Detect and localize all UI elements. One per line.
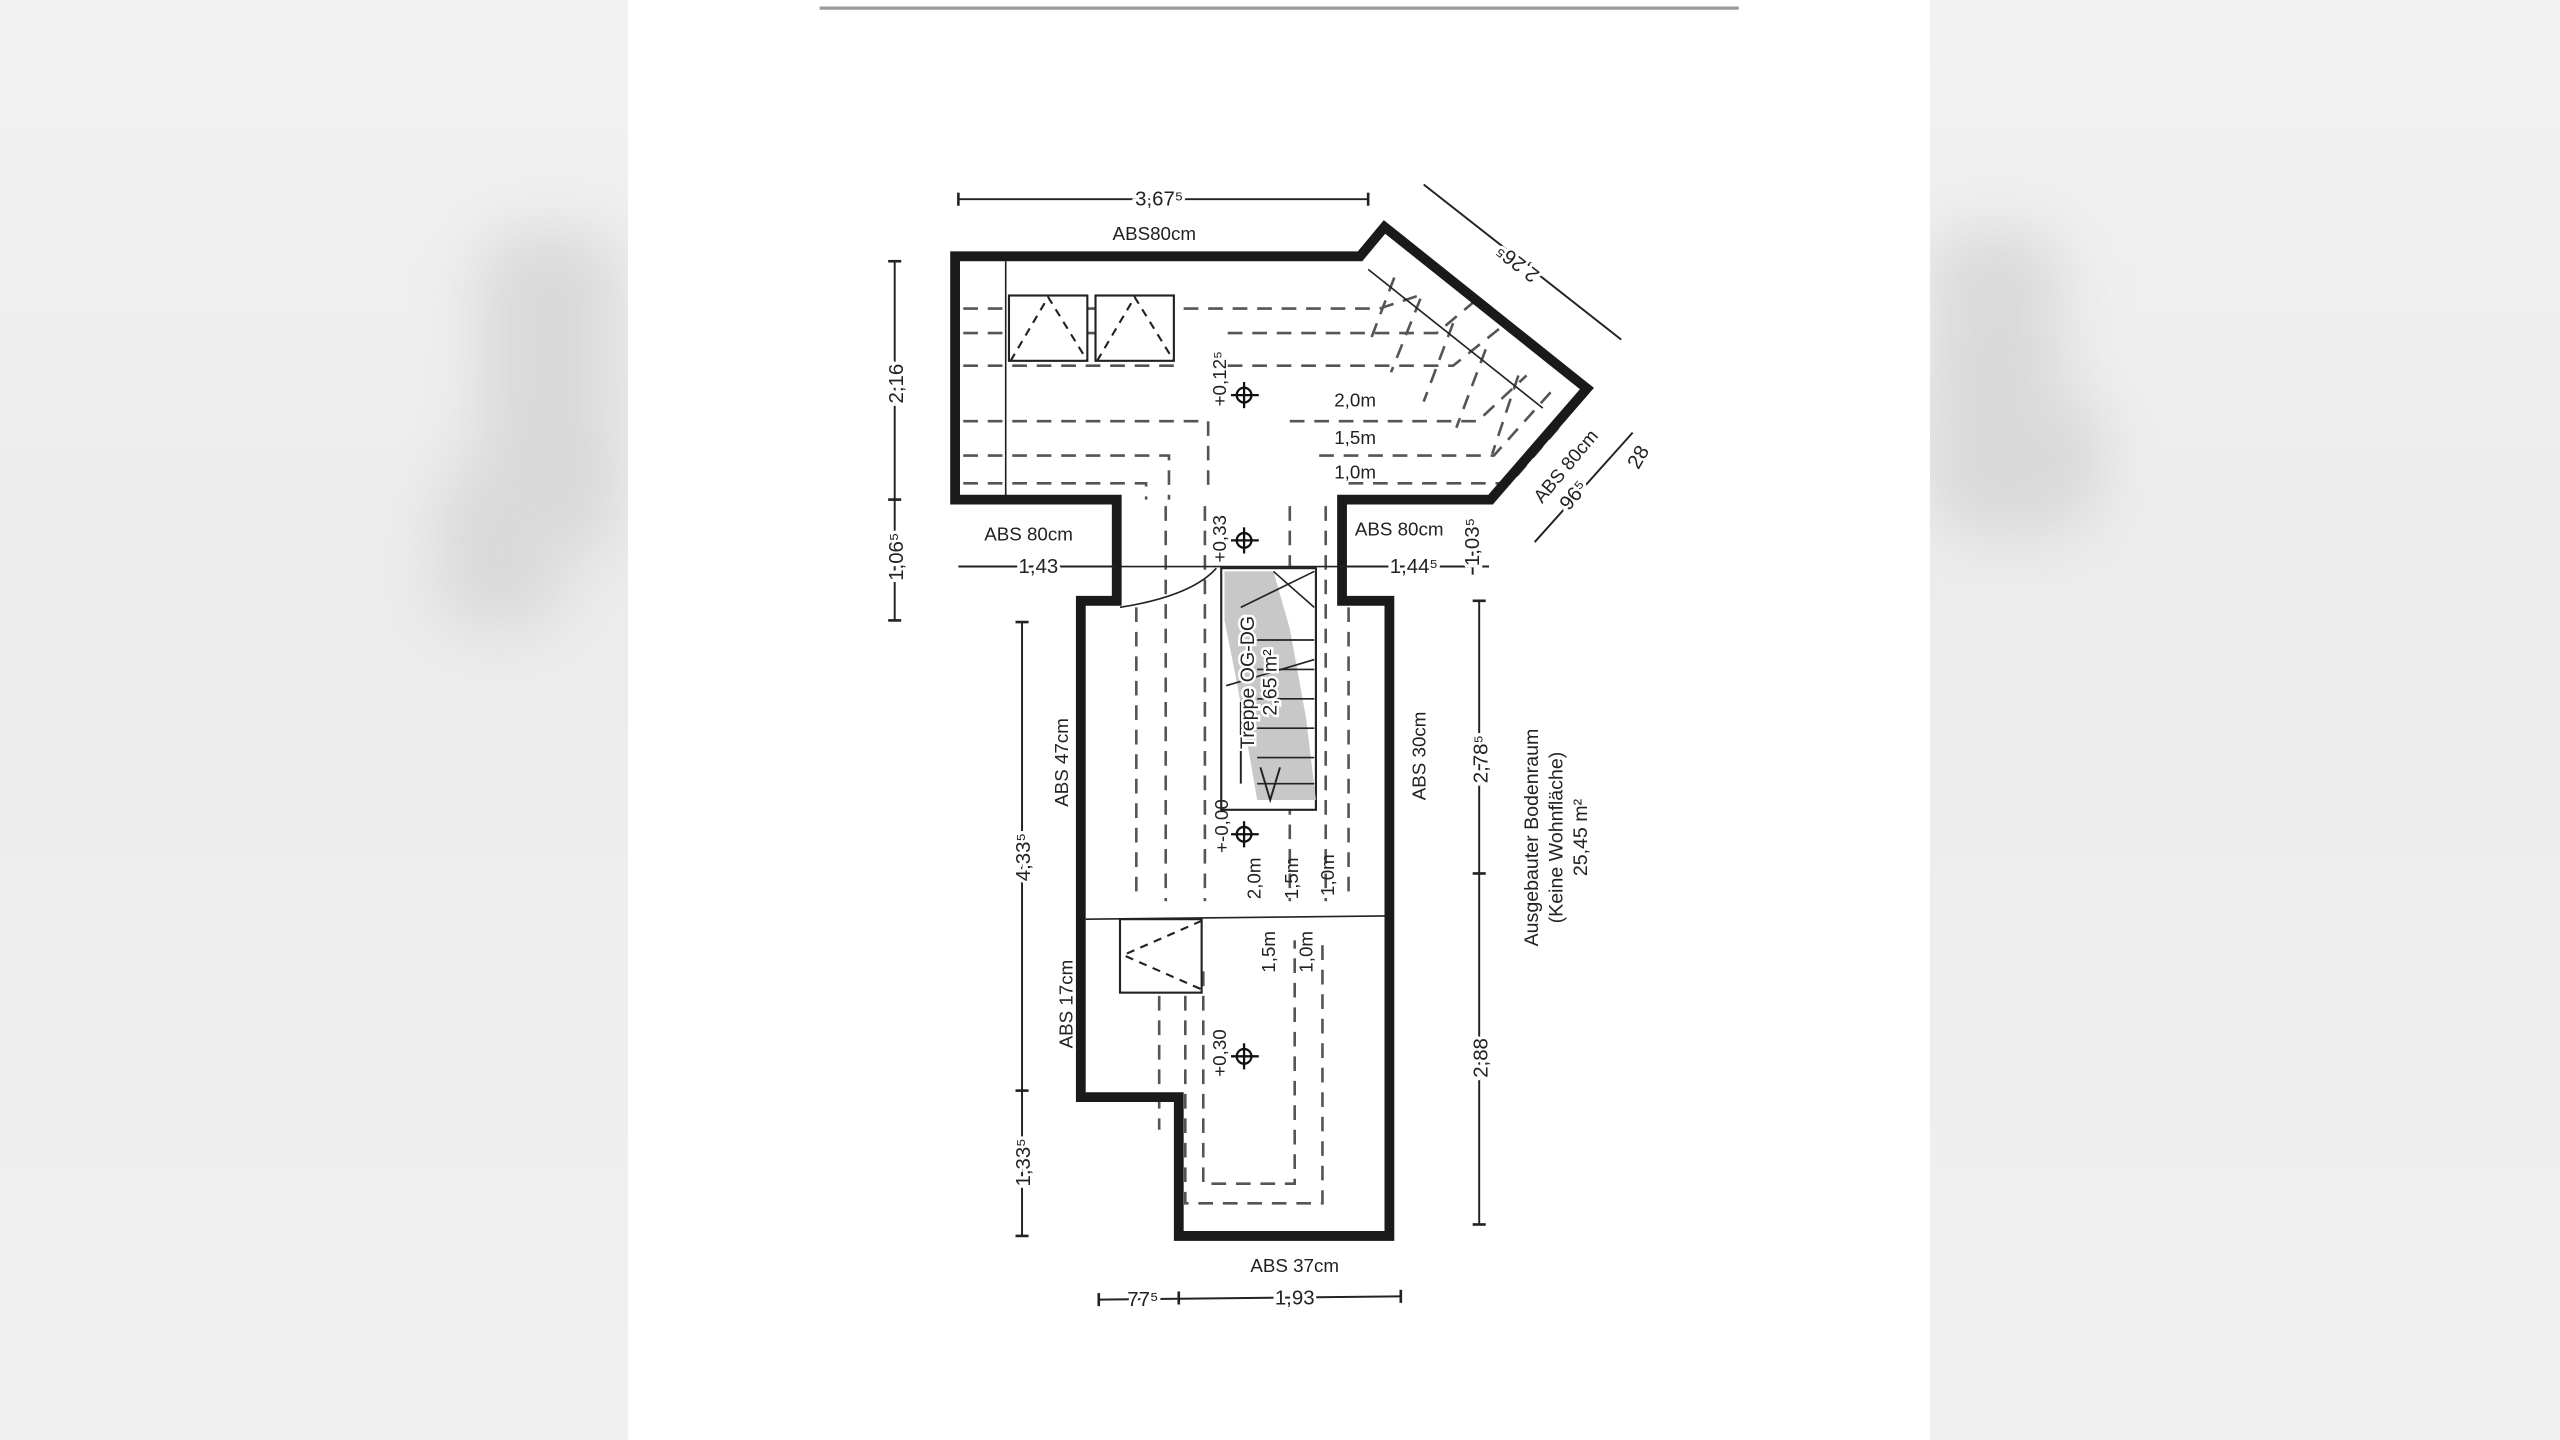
height-mid-2: 2,0m bbox=[1243, 858, 1264, 900]
room-note: (Keine Wohnfläche) bbox=[1545, 752, 1567, 924]
roof-window-icon bbox=[1094, 294, 1175, 362]
abs-left-upper: ABS 47cm bbox=[1051, 718, 1072, 807]
dim-right-upper: 2,78⁵ bbox=[1470, 735, 1492, 783]
contour-line bbox=[963, 420, 1566, 500]
dim-left-middle: 1,06⁵ bbox=[886, 533, 908, 581]
contour-line bbox=[963, 325, 1503, 368]
stair-label: Treppe OG-DG bbox=[1237, 616, 1259, 749]
height-mid-1: 1,0m bbox=[1317, 854, 1338, 896]
blurred-background-right bbox=[1930, 0, 2560, 1440]
abs-top: ABS80cm bbox=[1113, 223, 1196, 244]
roof-windows bbox=[1007, 294, 1203, 994]
roof-window-icon bbox=[1007, 294, 1089, 362]
dim-mid-right-vertical: 1,03⁵ bbox=[1462, 518, 1484, 566]
dim-left-lower-a: 4,33⁵ bbox=[1013, 833, 1035, 881]
level-stair-base: +-0,00 bbox=[1211, 799, 1232, 853]
dim-left-upper: 2,16 bbox=[886, 364, 908, 404]
blurred-background-left bbox=[0, 0, 628, 1440]
dim-top-width: 3,67⁵ bbox=[1135, 189, 1183, 211]
dim-left-lower-b: 1,33⁵ bbox=[1013, 1138, 1035, 1186]
level-corridor: +0,33 bbox=[1209, 515, 1230, 562]
height-top-1: 1,0m bbox=[1334, 461, 1376, 482]
level-marker-icon bbox=[1231, 382, 1259, 1070]
abs-mid-right: ABS 80cm bbox=[1355, 519, 1444, 540]
staircase bbox=[1220, 567, 1317, 811]
dim-right-lower: 2,88 bbox=[1470, 1038, 1492, 1078]
dim-diagonal: 2,26⁵ bbox=[1492, 239, 1543, 286]
roof-window-icon bbox=[1118, 918, 1203, 994]
dimension-lines bbox=[888, 183, 1634, 1307]
blur-shape bbox=[440, 470, 560, 630]
height-mid-15: 1,5m bbox=[1281, 858, 1302, 900]
dim-bottom-right: 1,93 bbox=[1275, 1287, 1315, 1309]
height-top-2: 2,0m bbox=[1334, 390, 1376, 411]
stair-area: 2,65 m² bbox=[1260, 649, 1282, 716]
height-top-15: 1,5m bbox=[1334, 427, 1376, 448]
contour-line bbox=[1135, 607, 1350, 902]
inner-lines bbox=[1004, 261, 1544, 920]
dim-mid-left: 1,43 bbox=[1019, 556, 1059, 578]
contour-line bbox=[963, 390, 1552, 500]
contour-line bbox=[1366, 277, 1520, 455]
contour-line bbox=[963, 374, 1528, 490]
room-area: 25,45 m² bbox=[1570, 798, 1592, 876]
stair-direction-arrow-icon bbox=[1259, 767, 1281, 804]
level-top-room: +0,12⁵ bbox=[1209, 351, 1230, 406]
dim-mid-right: 1,44⁵ bbox=[1390, 556, 1438, 578]
abs-right: ABS 30cm bbox=[1408, 712, 1429, 801]
dim-diag-small-b: 28 bbox=[1624, 442, 1654, 473]
abs-mid-left: ABS 80cm bbox=[984, 523, 1073, 544]
contour-line bbox=[1157, 940, 1324, 1205]
level-lower-room: +0,30 bbox=[1209, 1029, 1230, 1076]
abs-left-lower: ABS 17cm bbox=[1056, 960, 1077, 1049]
height-low-1: 1,0m bbox=[1296, 931, 1317, 973]
abs-bottom: ABS 37cm bbox=[1250, 1255, 1339, 1276]
height-low-15: 1,5m bbox=[1258, 931, 1279, 973]
blur-shape bbox=[1990, 400, 2100, 520]
height-line-labels: 2,0m 1,5m 1,0m 2,0m 1,5m 1,0m 1,5m 1,0m bbox=[1243, 390, 1376, 973]
room-labels: Treppe OG-DG 2,65 m² Ausgebauter Bodenra… bbox=[1234, 613, 1592, 947]
contour-line bbox=[1164, 506, 1328, 902]
dim-bottom-left: 77⁵ bbox=[1127, 1289, 1158, 1311]
room-name: Ausgebauter Bodenraum bbox=[1521, 729, 1543, 947]
level-markers: +0,12⁵ +0,33 +-0,00 +0,30 bbox=[1209, 351, 1259, 1077]
